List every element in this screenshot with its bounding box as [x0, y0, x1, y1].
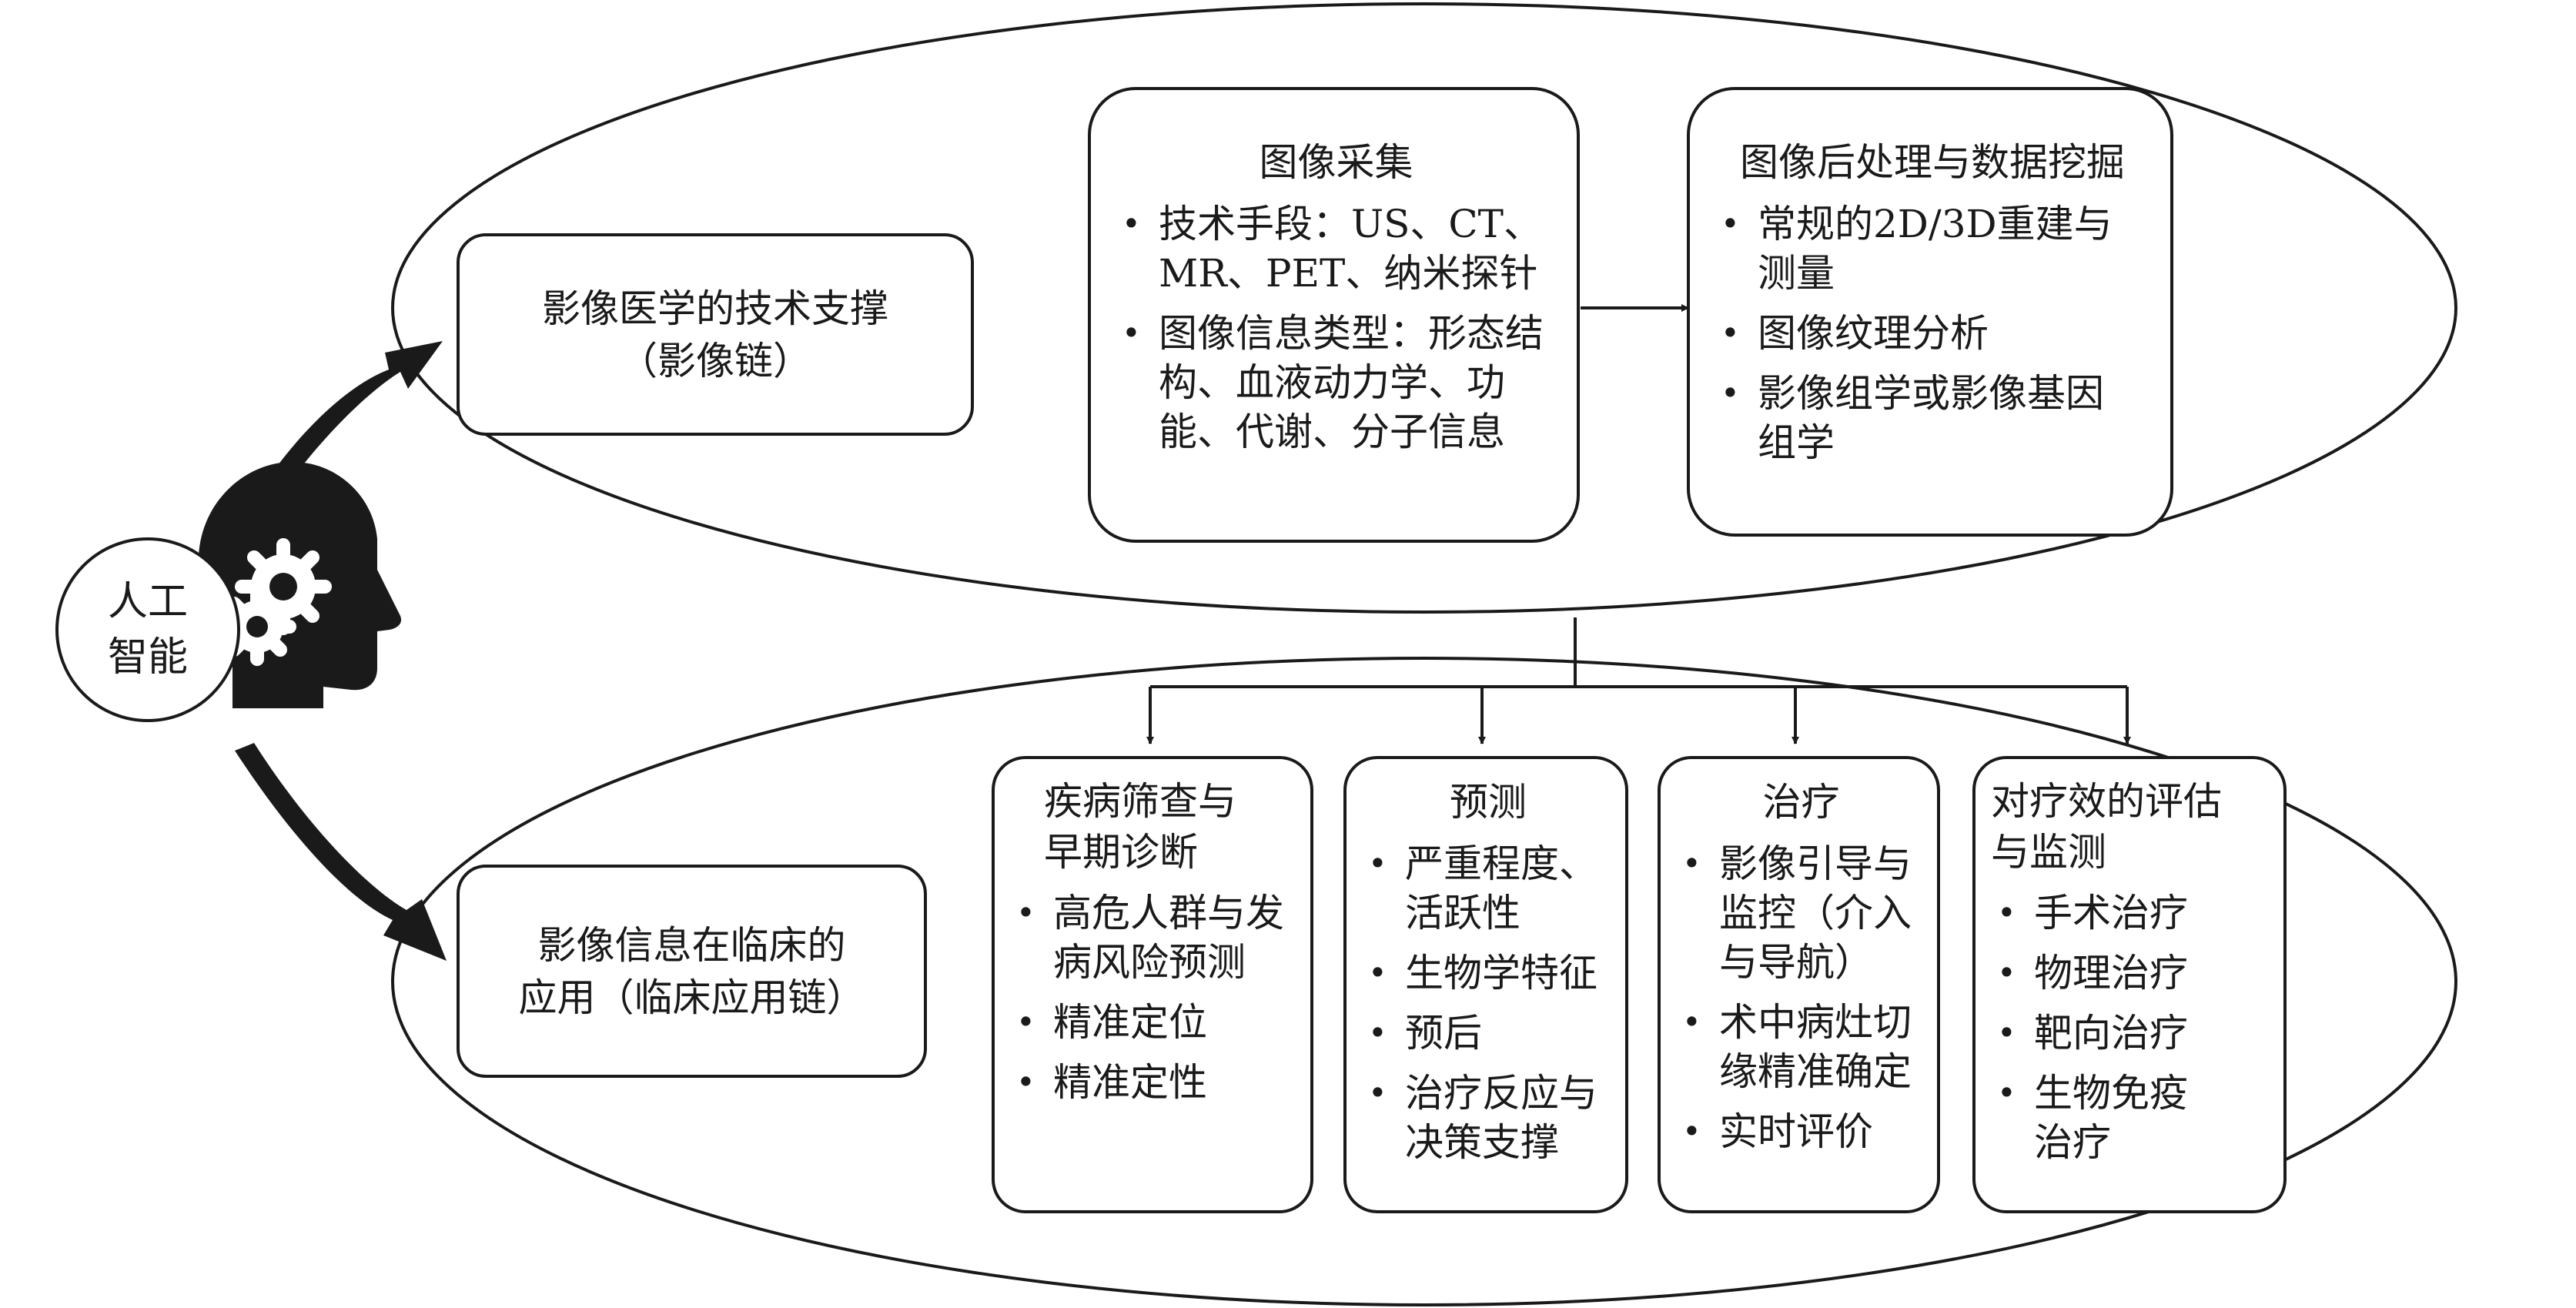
treatment-item: 实时评价	[1671, 1107, 1931, 1156]
evaluation-title-line1: 对疗效的评估	[1991, 779, 2222, 824]
acquisition-item: 技术手段：US、CT、 MR、PET、纳米探针	[1111, 199, 1561, 298]
tech-chain-box: 影像医学的技术支撑 （影像链）	[457, 233, 974, 436]
upper-ellipse	[391, 2, 2457, 614]
acquisition-title: 图像采集	[1259, 140, 1413, 185]
screening-title-line1: 疾病筛查与	[1044, 779, 1236, 824]
postprocess-item: 常规的2D/3D重建与 测量	[1710, 199, 2155, 298]
prediction-item: 治疗反应与 决策支撑	[1357, 1069, 1619, 1167]
evaluation-item: 生物免疫 治疗	[1986, 1069, 2277, 1167]
postprocess-item: 图像纹理分析	[1710, 309, 2155, 358]
screening-item: 高危人群与发 病风险预测	[1005, 888, 1304, 987]
arrow-to-clinical-chain	[235, 743, 447, 961]
tech-chain-line1: 影像医学的技术支撑	[542, 286, 888, 331]
evaluation-title-line2: 与监测	[1991, 830, 2106, 875]
treatment-item: 影像引导与 监控（介入 与导航）	[1671, 839, 1931, 987]
clinical-chain-box: 影像信息在临床的 应用（临床应用链）	[457, 865, 927, 1078]
prediction-box: 预测 严重程度、 活跃性 生物学特征 预后 治疗反应与 决策支撑	[1343, 756, 1628, 1213]
evaluation-item: 手术治疗	[1986, 888, 2277, 938]
postprocess-box: 图像后处理与数据挖掘 常规的2D/3D重建与 测量 图像纹理分析 影像组学或影像…	[1687, 87, 2173, 537]
treatment-box: 治疗 影像引导与 监控（介入 与导航） 术中病灶切 缘精准确定 实时评价	[1658, 756, 1940, 1213]
prediction-title: 预测	[1450, 780, 1527, 825]
screening-box: 疾病筛查与 早期诊断 高危人群与发 病风险预测 精准定位 精准定性	[992, 756, 1313, 1213]
clinical-chain-line2: 应用（临床应用链）	[518, 975, 865, 1020]
tech-chain-line2: （影像链）	[619, 338, 811, 383]
evaluation-item: 靶向治疗	[1986, 1009, 2277, 1058]
prediction-item: 预后	[1357, 1009, 1619, 1058]
evaluation-item: 物理治疗	[1986, 948, 2277, 998]
lower-ellipse	[391, 657, 2457, 1306]
head-with-gears-icon	[198, 462, 402, 708]
postprocess-title: 图像后处理与数据挖掘	[1740, 140, 2125, 185]
screening-item: 精准定位	[1005, 998, 1304, 1047]
prediction-item: 严重程度、 活跃性	[1357, 839, 1619, 938]
clinical-chain-line1: 影像信息在临床的	[537, 922, 846, 968]
branch-connector	[1146, 617, 2131, 744]
ai-label-line2: 智能	[107, 634, 188, 681]
postprocess-item: 影像组学或影像基因 组学	[1710, 369, 2155, 467]
screening-item: 精准定性	[1005, 1058, 1304, 1107]
ai-label-line1: 人工	[107, 579, 188, 625]
ai-node: 人工 智能	[55, 537, 240, 722]
treatment-title: 治疗	[1762, 780, 1840, 825]
evaluation-box: 对疗效的评估 与监测 手术治疗 物理治疗 靶向治疗 生物免疫 治疗	[1972, 756, 2287, 1213]
acquisition-box: 图像采集 技术手段：US、CT、 MR、PET、纳米探针 图像信息类型：形态结 …	[1088, 87, 1580, 543]
screening-title-line2: 早期诊断	[1044, 830, 1198, 875]
acquisition-item: 图像信息类型：形态结 构、血液动力学、功 能、代谢、分子信息	[1111, 309, 1561, 457]
treatment-item: 术中病灶切 缘精准确定	[1671, 998, 1931, 1096]
prediction-item: 生物学特征	[1357, 948, 1619, 998]
